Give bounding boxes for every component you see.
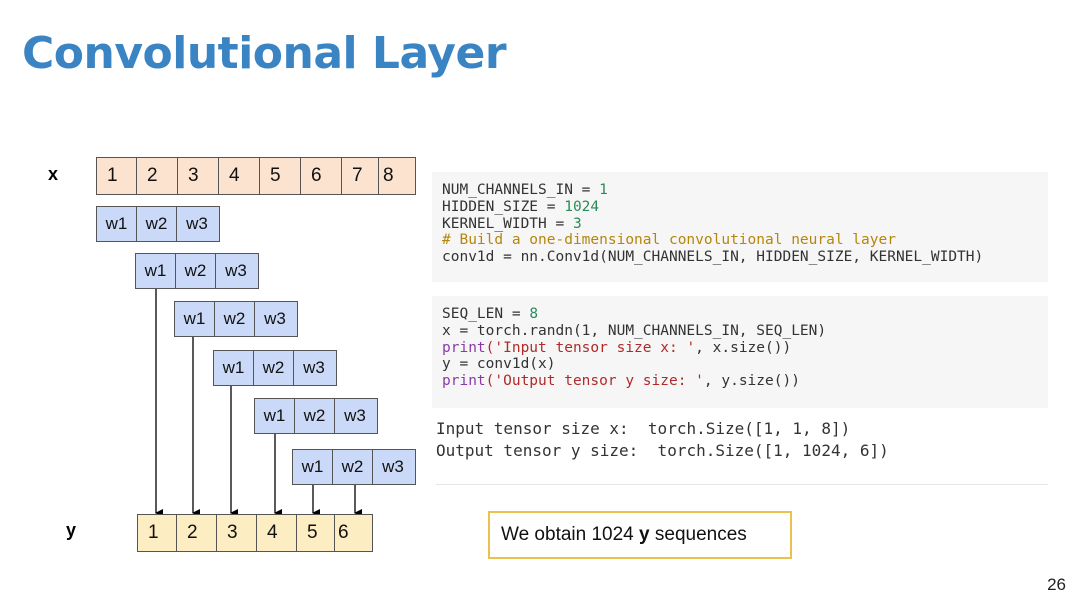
kernel-6: w1 w2 w3 xyxy=(292,449,416,485)
kernel-1: w1 w2 w3 xyxy=(96,206,220,242)
y-cell: 4 xyxy=(257,515,297,551)
kernel-weight: w1 xyxy=(175,302,215,336)
y-cell: 5 xyxy=(297,515,335,551)
console-output: Input tensor size x: torch.Size([1, 1, 8… xyxy=(436,418,1048,485)
kernel-weight: w2 xyxy=(254,351,294,385)
kernel-weight: w2 xyxy=(215,302,255,336)
code-line: x = torch.randn(1, NUM_CHANNELS_IN, SEQ_… xyxy=(442,322,827,339)
kernel-weight: w3 xyxy=(264,309,286,328)
kernel-weight: w2 xyxy=(176,254,216,288)
x-cell: 2 xyxy=(137,158,178,194)
x-label: x xyxy=(48,164,59,184)
kernel-2: w1 w2 w3 xyxy=(135,253,259,289)
x-cell: 5 xyxy=(260,158,301,194)
kernel-weight: w3 xyxy=(382,457,404,476)
kernel-weight: w2 xyxy=(333,450,373,484)
kernel-5: w1 w2 w3 xyxy=(254,398,378,434)
output-line: Input tensor size x: torch.Size([1, 1, 8… xyxy=(436,419,851,438)
code-line: NUM_CHANNELS_IN = 1 xyxy=(442,182,608,198)
kernel-3: w1 w2 w3 xyxy=(174,301,298,337)
y-cell: 2 xyxy=(177,515,217,551)
code-line: conv1d = nn.Conv1d(NUM_CHANNELS_IN, HIDD… xyxy=(442,249,984,266)
code-line: print('Input tensor size x: ', x.size()) xyxy=(442,339,792,356)
code-comment: # Build a one-dimensional convolutional … xyxy=(442,232,896,249)
x-sequence: 1 2 3 4 5 6 7 8 xyxy=(96,157,416,195)
kernel-weight: w3 xyxy=(303,358,325,377)
x-cell: 6 xyxy=(301,158,342,194)
kernel-weight: w3 xyxy=(344,406,366,425)
x-cell: 1 xyxy=(97,158,137,194)
y-cell: 1 xyxy=(138,515,177,551)
kernel-weight: w3 xyxy=(225,261,247,280)
kernel-weight: w3 xyxy=(186,214,208,233)
output-line: Output tensor y size: torch.Size([1, 102… xyxy=(436,441,889,460)
y-label: y xyxy=(66,520,77,540)
page-number: 26 xyxy=(1047,575,1066,594)
callout-text: We obtain 1024 xyxy=(501,524,640,545)
result-callout: We obtain 1024 y sequences xyxy=(488,511,792,559)
y-cell: 6 xyxy=(338,522,349,543)
slide-title: Convolutional Layer xyxy=(22,28,507,79)
kernel-4: w1 w2 w3 xyxy=(213,350,337,386)
y-cell: 3 xyxy=(217,515,257,551)
kernel-weight: w1 xyxy=(214,351,254,385)
kernel-weight: w2 xyxy=(295,399,335,433)
kernel-weight: w2 xyxy=(137,207,177,241)
y-sequence: 1 2 3 4 5 6 xyxy=(137,514,373,552)
kernel-weight: w1 xyxy=(293,450,333,484)
code-line: y = conv1d(x) xyxy=(442,356,556,373)
kernel-weight: w1 xyxy=(255,399,295,433)
x-cell: 4 xyxy=(219,158,260,194)
x-cell: 3 xyxy=(178,158,219,194)
code-line: HIDDEN_SIZE = 1024 xyxy=(442,198,600,215)
callout-text-end: sequences xyxy=(649,524,747,545)
x-cell: 8 xyxy=(383,165,394,186)
x-cell: 7 xyxy=(342,158,379,194)
code-line: SEQ_LEN = 8 xyxy=(442,306,539,322)
code-line: KERNEL_WIDTH = 3 xyxy=(442,215,582,232)
kernel-weight: w1 xyxy=(97,207,137,241)
callout-bold: y xyxy=(639,524,650,545)
kernel-weight: w1 xyxy=(136,254,176,288)
code-line: print('Output tensor y size: ', y.size()… xyxy=(442,373,800,390)
